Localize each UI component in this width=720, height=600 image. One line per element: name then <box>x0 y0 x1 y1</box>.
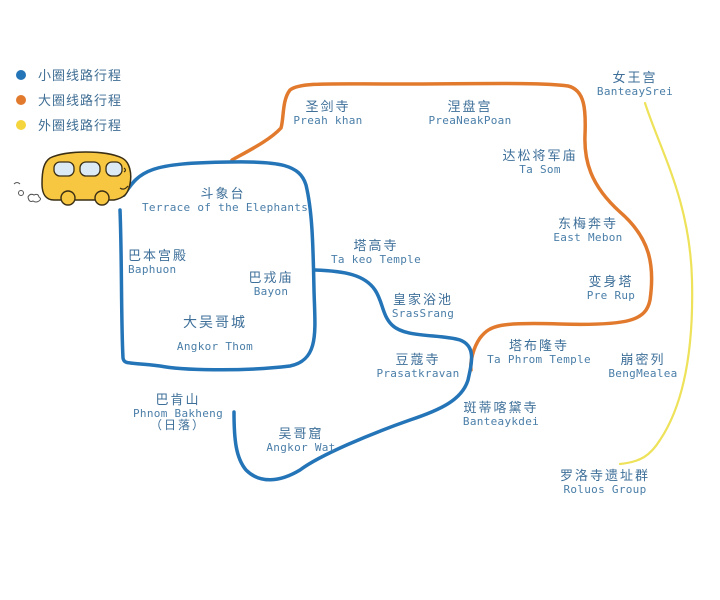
site-name-en: BengMealea <box>608 366 678 380</box>
site-name-zh: 塔高寺 <box>353 239 399 254</box>
site-east-mebon: 东梅奔寺 East Mebon <box>546 218 630 243</box>
site-beng-mealea: 崩密列 BengMealea <box>602 354 684 379</box>
site-name-zh: 豆蔻寺 <box>395 353 441 368</box>
site-name-en: Ta Som <box>519 162 561 176</box>
site-name-en: East Mebon <box>553 230 623 244</box>
site-name-zh: 吴哥窟 <box>278 427 324 442</box>
site-pre-rup: 变身塔 Pre Rup <box>580 276 642 301</box>
site-preah-khan: 圣剑寺 Preah khan <box>290 101 366 126</box>
site-phnom-bakheng: 巴肯山 Phnom Bakheng （日落） <box>128 394 228 432</box>
site-prasat-kravan: 豆蔻寺 Prasatkravan <box>372 354 464 379</box>
small-loop-dot-icon <box>16 69 26 80</box>
site-angkor-wat: 吴哥窟 Angkor Wat <box>260 428 342 453</box>
site-name-zh: 达松将军庙 <box>502 149 578 164</box>
site-ta-keo-temple: 塔高寺 Ta keo Temple <box>324 240 428 265</box>
site-name-en: SrasSrang <box>391 306 455 320</box>
site-name-zh: 圣剑寺 <box>305 100 351 115</box>
legend-item-big-loop: 大圈线路行程 <box>16 87 122 112</box>
site-name-zh: 大吴哥城 <box>183 315 247 331</box>
site-name-zh: 巴肯山 <box>155 393 201 408</box>
site-name-zh: 巴戎庙 <box>248 271 294 286</box>
legend-item-outer-loop: 外圈线路行程 <box>16 112 122 137</box>
site-banteay-srei: 女王宫 BanteaySrei <box>594 72 676 97</box>
site-name-en: Baphuon <box>128 262 177 276</box>
site-name-en: Prasatkravan <box>376 366 460 380</box>
site-name-zh: 巴本宫殿 <box>128 249 189 264</box>
big-loop-dot-icon <box>16 94 26 105</box>
site-name-en: Bayon <box>253 284 289 298</box>
site-baphuon: 巴本宫殿 Baphuon <box>128 250 188 275</box>
exhaust-cloud-icon <box>13 182 41 203</box>
site-name-en: Preah khan <box>293 113 363 127</box>
site-name-en: Phnom Bakheng <box>133 406 223 420</box>
big-loop-route <box>230 81 654 372</box>
sunset-note: （日落） <box>149 418 206 433</box>
site-roluos-group: 罗洛寺遗址群 Roluos Group <box>558 470 652 495</box>
site-name-en: Banteaykdei <box>462 414 540 428</box>
site-name-en: Terrace of the Elephants <box>142 200 309 214</box>
legend-label: 小圈线路行程 <box>38 69 123 84</box>
site-banteay-kdei: 斑蒂喀黛寺 Banteaykdei <box>456 402 546 427</box>
site-name-zh: 斑蒂喀黛寺 <box>463 401 539 416</box>
site-terrace-of-the-elephants: 斗象台 Terrace of the Elephants <box>142 187 309 214</box>
site-name-zh: 塔布隆寺 <box>508 339 569 354</box>
site-name-zh: 皇家浴池 <box>392 293 453 308</box>
site-name-en: Pre Rup <box>586 288 636 302</box>
site-name-en: Ta keo Temple <box>331 252 421 266</box>
site-name-en: Angkor Wat <box>266 440 336 454</box>
bus-icon <box>13 151 132 206</box>
site-ta-som: 达松将军庙 Ta Som <box>498 150 582 175</box>
site-name-zh: 罗洛寺遗址群 <box>559 469 650 484</box>
outer-loop-dot-icon <box>16 119 26 130</box>
site-srah-srang: 皇家浴池 SrasSrang <box>388 294 458 319</box>
site-name-en: BanteaySrei <box>596 84 674 98</box>
site-name-en: PreaNeakPoan <box>428 113 512 127</box>
site-name-zh: 斗象台 <box>200 187 246 202</box>
site-preah-neak-poan: 涅盘宫 PreaNeakPoan <box>418 101 522 126</box>
legend-label: 外圈线路行程 <box>38 119 123 134</box>
site-name-zh: 涅盘宫 <box>447 100 493 115</box>
site-name-zh: 女王宫 <box>612 71 658 86</box>
legend-item-small-loop: 小圈线路行程 <box>16 62 122 87</box>
site-name-en: Ta Phrom Temple <box>487 352 591 366</box>
outer-loop-route <box>618 101 694 466</box>
site-name-en: Angkor Thom <box>176 339 254 353</box>
site-name-zh: 东梅奔寺 <box>557 217 618 232</box>
site-ta-prohm-temple: 塔布隆寺 Ta Phrom Temple <box>480 340 598 365</box>
legend-label: 大圈线路行程 <box>38 94 123 109</box>
site-name-zh: 变身塔 <box>588 275 634 290</box>
legend: 小圈线路行程 大圈线路行程 外圈线路行程 <box>16 62 122 137</box>
site-angkor-thom: 大吴哥城 Angkor Thom <box>160 316 270 352</box>
site-name-zh: 崩密列 <box>620 353 666 368</box>
small-loop-angkor-thom <box>118 160 317 372</box>
site-bayon: 巴戎庙 Bayon <box>244 272 298 297</box>
site-name-en: Roluos Group <box>563 482 647 496</box>
small-loop-east-route <box>232 268 474 482</box>
